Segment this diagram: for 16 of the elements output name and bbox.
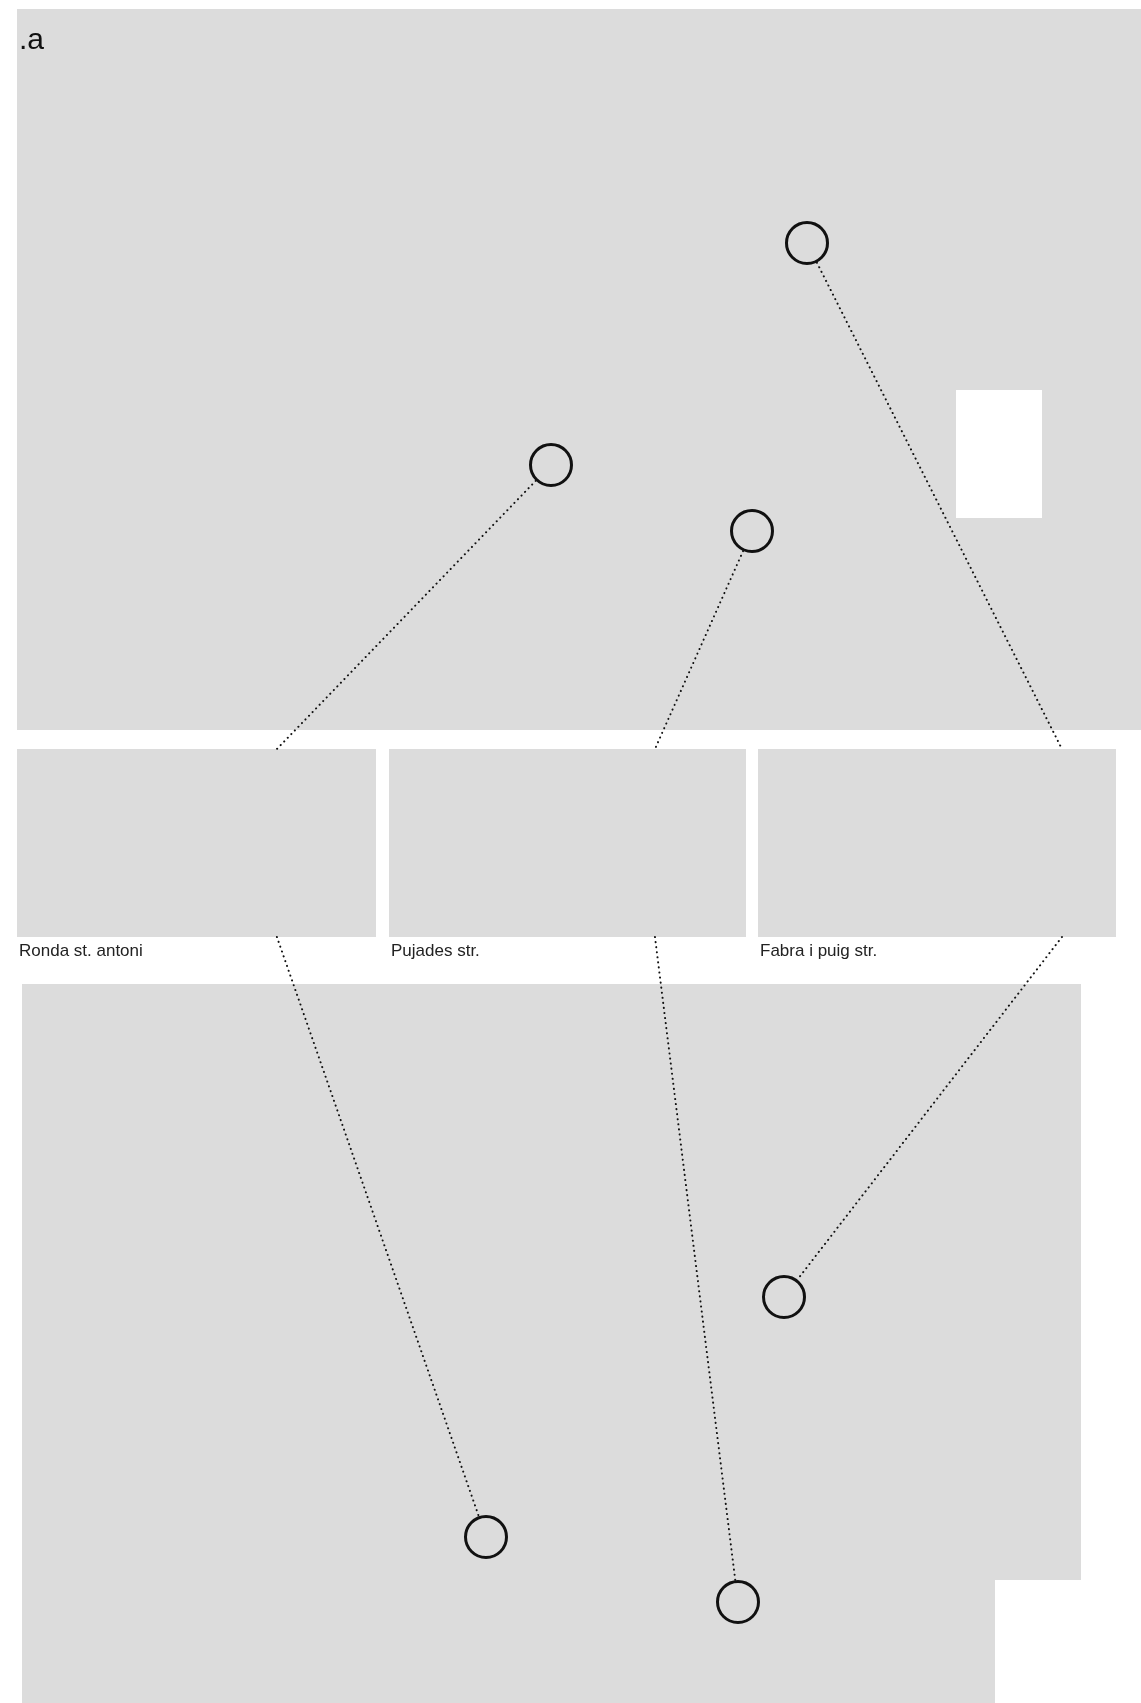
location-circle bbox=[785, 221, 829, 265]
location-circle bbox=[464, 1515, 508, 1559]
map-panel bbox=[17, 9, 1141, 730]
street-label: Pujades str. bbox=[391, 941, 480, 961]
street-label: Ronda st. antoni bbox=[19, 941, 143, 961]
location-circle bbox=[529, 443, 573, 487]
leader-line bbox=[653, 550, 745, 750]
location-circle bbox=[716, 1580, 760, 1624]
map-panel bbox=[22, 984, 1081, 1703]
leader-line bbox=[653, 936, 737, 1582]
street-label: Fabra i puig str. bbox=[760, 941, 878, 961]
panel-letter: .a bbox=[19, 24, 45, 54]
leader-line bbox=[275, 479, 537, 750]
location-circle bbox=[730, 509, 774, 553]
leader-line bbox=[275, 936, 480, 1518]
location-circle bbox=[762, 1275, 806, 1319]
